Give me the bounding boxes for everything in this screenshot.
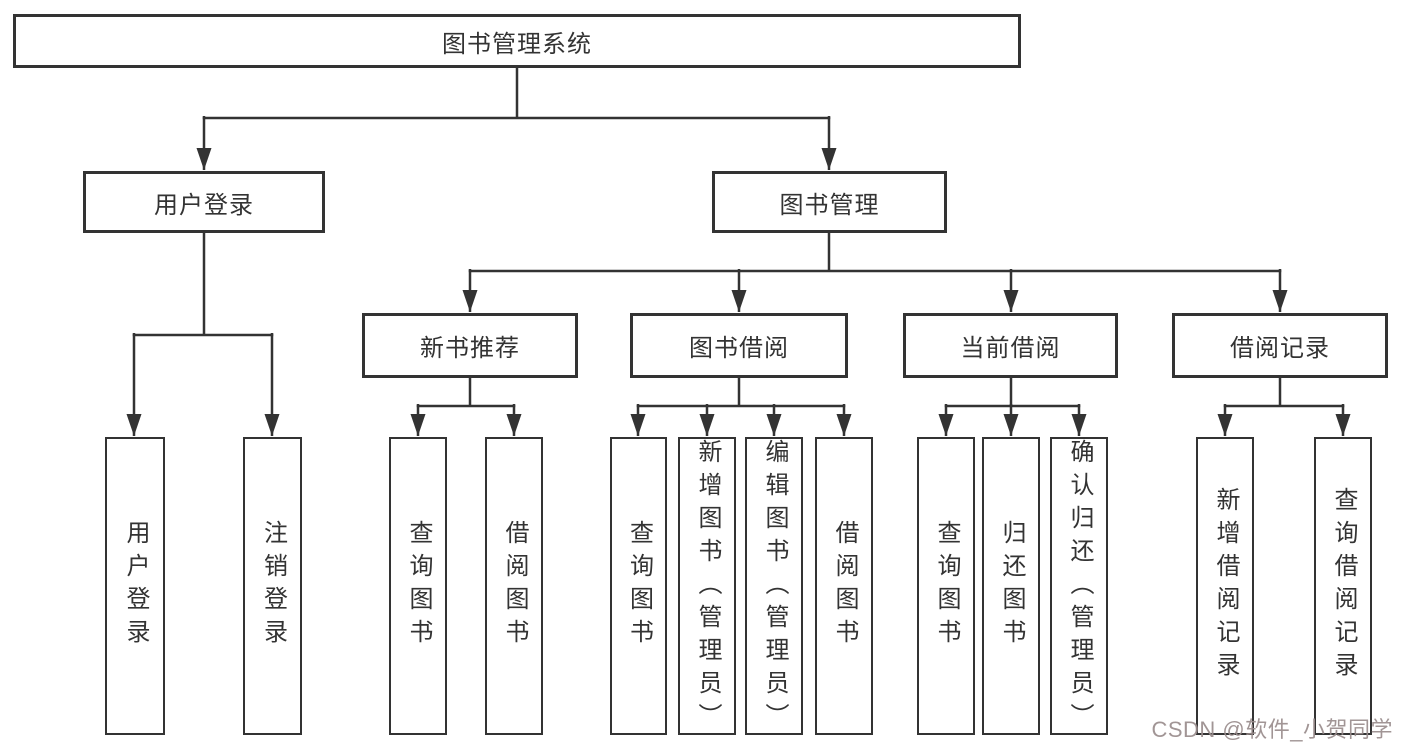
- leaf-records-add-record-label: 新增借阅记录: [1212, 487, 1239, 685]
- leaf-recommend-borrow-book: 借阅图书: [485, 437, 543, 735]
- leaf-records-query-record-label: 查询借阅记录: [1330, 487, 1357, 685]
- leaf-borrow-edit-book-admin: 编辑图书（管理员）: [745, 437, 803, 736]
- leaf-recommend-query-book-label: 查询图书: [405, 520, 432, 652]
- leaf-user-login-label: 用户登录: [122, 520, 149, 652]
- node-book-borrow: 图书借阅: [630, 313, 848, 378]
- leaf-current-query-book: 查询图书: [917, 437, 975, 735]
- connector-bookmgmt-level3: [468, 233, 1282, 273]
- connector-borrow-group: [636, 378, 846, 408]
- leaf-current-confirm-return-admin: 确认归还（管理员）: [1050, 437, 1108, 736]
- node-current-borrow: 当前借阅: [903, 313, 1118, 378]
- node-new-book-recommend: 新书推荐: [362, 313, 578, 378]
- csdn-watermark: CSDN @软件_小贺同学: [1151, 717, 1393, 742]
- leaf-recommend-borrow-book-label: 借阅图书: [501, 520, 528, 652]
- connector-records-group: [1223, 378, 1345, 408]
- connector-newbook-group: [416, 378, 516, 408]
- node-root-system: 图书管理系统: [13, 14, 1021, 68]
- leaf-borrow-borrow-book: 借阅图书: [815, 437, 873, 735]
- leaf-borrow-edit-book-admin-label: 编辑图书（管理员）: [761, 439, 788, 736]
- leaf-borrow-query-book-label: 查询图书: [625, 520, 653, 652]
- leaf-borrow-query-book: 查询图书: [610, 437, 667, 735]
- connector-current-group: [944, 378, 1081, 408]
- leaf-current-return-book: 归还图书: [982, 437, 1040, 735]
- leaf-borrow-add-book-admin: 新增图书（管理员）: [678, 437, 736, 736]
- leaf-logout-label: 注销登录: [259, 520, 287, 652]
- leaf-current-return-book-label: 归还图书: [998, 520, 1025, 652]
- leaf-borrow-borrow-book-label: 借阅图书: [831, 520, 858, 652]
- leaf-logout: 注销登录: [243, 437, 302, 735]
- leaf-recommend-query-book: 查询图书: [389, 437, 447, 735]
- leaf-borrow-add-book-admin-label: 新增图书（管理员）: [694, 439, 721, 736]
- node-user-login: 用户登录: [83, 171, 325, 233]
- connector-login-group: [132, 233, 274, 337]
- node-book-management: 图书管理: [712, 171, 947, 233]
- leaf-current-query-book-label: 查询图书: [933, 520, 960, 652]
- node-borrow-records: 借阅记录: [1172, 313, 1388, 378]
- connector-root-level2: [202, 68, 831, 120]
- leaf-current-confirm-return-admin-label: 确认归还（管理员）: [1066, 439, 1093, 736]
- leaf-records-query-record: 查询借阅记录: [1314, 437, 1372, 735]
- leaf-records-add-record: 新增借阅记录: [1196, 437, 1254, 735]
- leaf-user-login: 用户登录: [105, 437, 165, 735]
